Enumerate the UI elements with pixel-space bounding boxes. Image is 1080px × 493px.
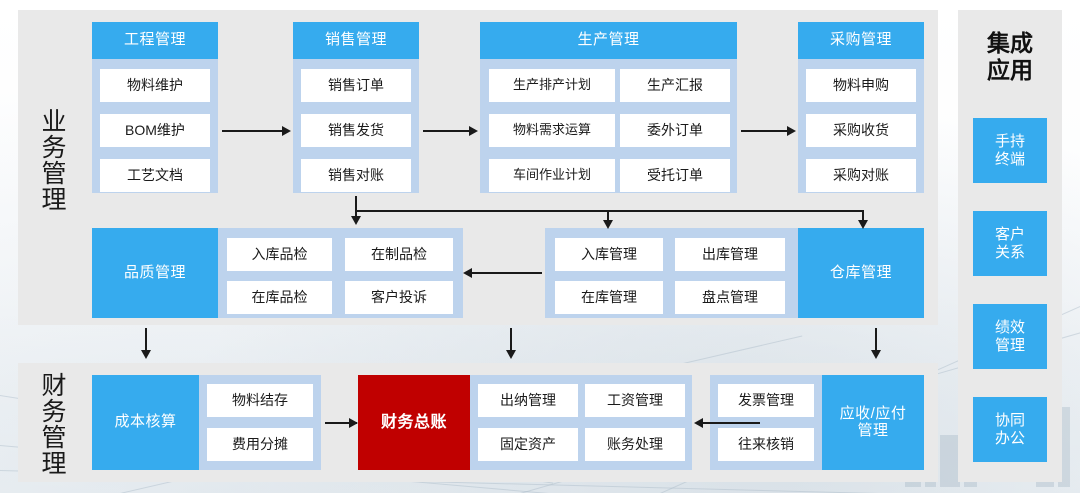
arrowhead-icon: [694, 417, 703, 428]
section-label-finance: 财务管理: [38, 372, 66, 476]
module-cell[interactable]: 账务处理: [585, 428, 685, 461]
module-cell[interactable]: 委外订单: [620, 114, 730, 147]
connector-bus-drop-purchasing: [862, 210, 864, 223]
connector-bus-drop-sales: [355, 196, 357, 218]
arrowhead-icon: [603, 220, 613, 229]
group-header-warehouse[interactable]: 仓库管理: [798, 228, 924, 318]
module-cell[interactable]: 在库品检: [227, 281, 332, 314]
module-cell[interactable]: 物料维护: [100, 69, 210, 102]
rail-item-performance[interactable]: 绩效管理: [973, 304, 1047, 369]
arrowhead-icon: [463, 267, 472, 278]
module-cell[interactable]: 往来核销: [718, 428, 814, 461]
section-label-business: 业务管理: [38, 108, 66, 212]
group-header-ledger[interactable]: 财务总账: [358, 375, 470, 470]
arrowhead-icon: [349, 417, 358, 428]
module-cell[interactable]: 销售对账: [301, 159, 411, 192]
module-cell[interactable]: 采购收货: [806, 114, 916, 147]
integrated-apps-title: 集成应用: [987, 30, 1033, 84]
module-cell[interactable]: 工资管理: [585, 384, 685, 417]
arrowhead-icon: [871, 350, 881, 359]
connector-sales-to-production: [423, 130, 471, 132]
group-header-sales[interactable]: 销售管理: [293, 22, 419, 59]
arrowhead-icon: [787, 125, 796, 136]
module-cell[interactable]: 车间作业计划: [489, 159, 615, 192]
module-cell[interactable]: 在制品检: [345, 238, 453, 271]
connector-warehouse-to-quality: [470, 272, 542, 274]
module-cell[interactable]: 物料需求运算: [489, 114, 615, 147]
module-cell[interactable]: 客户投诉: [345, 281, 453, 314]
connector-warehouse-to-ar-ap: [875, 328, 877, 353]
connector-ar-ap-to-ledger: [700, 422, 760, 424]
module-cell[interactable]: 费用分摊: [207, 428, 313, 461]
rail-item-crm[interactable]: 客户关系: [973, 211, 1047, 276]
module-cell[interactable]: 盘点管理: [675, 281, 785, 314]
group-header-purchasing[interactable]: 采购管理: [798, 22, 924, 59]
connector-engineering-to-sales: [222, 130, 284, 132]
module-cell[interactable]: 在库管理: [555, 281, 663, 314]
module-cell[interactable]: 物料申购: [806, 69, 916, 102]
module-cell[interactable]: 销售发货: [301, 114, 411, 147]
module-cell[interactable]: 工艺文档: [100, 159, 210, 192]
module-cell[interactable]: 物料结存: [207, 384, 313, 417]
connector-warehouse-to-ledger: [510, 328, 512, 353]
group-header-cost[interactable]: 成本核算: [92, 375, 199, 470]
module-cell[interactable]: 采购对账: [806, 159, 916, 192]
module-cell[interactable]: 受托订单: [620, 159, 730, 192]
rail-item-oa[interactable]: 协同办公: [973, 397, 1047, 462]
module-cell[interactable]: 销售订单: [301, 69, 411, 102]
group-header-quality[interactable]: 品质管理: [92, 228, 218, 318]
module-cell[interactable]: 生产排产计划: [489, 69, 615, 102]
module-cell[interactable]: 发票管理: [718, 384, 814, 417]
arrowhead-icon: [506, 350, 516, 359]
module-cell[interactable]: BOM维护: [100, 114, 210, 147]
module-cell[interactable]: 固定资产: [478, 428, 578, 461]
group-header-production[interactable]: 生产管理: [480, 22, 737, 59]
module-cell[interactable]: 出库管理: [675, 238, 785, 271]
module-cell[interactable]: 入库品检: [227, 238, 332, 271]
arrowhead-icon: [858, 220, 868, 229]
arrowhead-icon: [141, 350, 151, 359]
module-cell[interactable]: 出纳管理: [478, 384, 578, 417]
connector-production-to-purchasing: [741, 130, 789, 132]
connector-bus-drop-production: [607, 210, 609, 223]
connector-bus-horizontal: [355, 210, 863, 212]
connector-quality-to-cost: [145, 328, 147, 353]
arrowhead-icon: [469, 125, 478, 136]
module-cell[interactable]: 生产汇报: [620, 69, 730, 102]
arrowhead-icon: [282, 125, 291, 136]
connector-cost-to-ledger: [325, 422, 357, 424]
group-header-engineering[interactable]: 工程管理: [92, 22, 218, 59]
arrowhead-icon: [351, 216, 361, 225]
rail-item-handheld[interactable]: 手持终端: [973, 118, 1047, 183]
module-cell[interactable]: 入库管理: [555, 238, 663, 271]
group-header-ar-ap[interactable]: 应收/应付管理: [822, 375, 924, 470]
